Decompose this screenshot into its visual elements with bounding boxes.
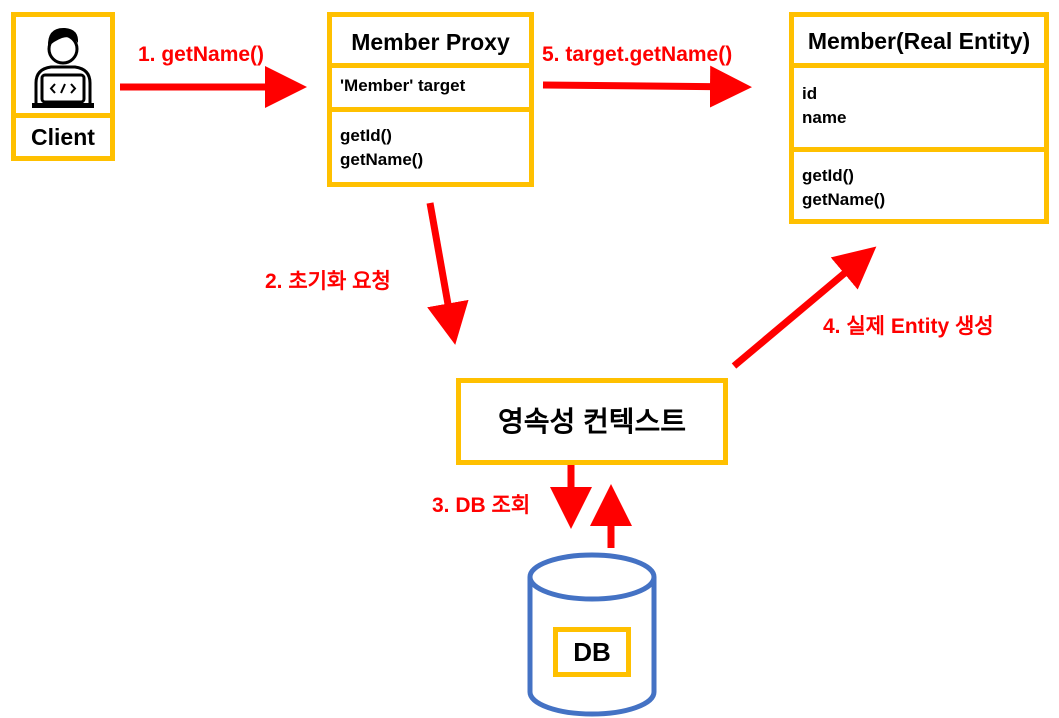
step-5-label: 5. target.getName(): [542, 43, 733, 66]
client-box: Client: [11, 12, 115, 161]
step-4-label: 4. 실제 Entity 생성: [823, 315, 994, 338]
arrow-5-target-getname: [542, 65, 752, 108]
entity-title: Member(Real Entity): [807, 28, 1031, 54]
entity-field-name: name: [802, 108, 847, 127]
arrow-2-init-request: [426, 202, 469, 345]
persistence-context-label: 영속성 컨텍스트: [497, 406, 687, 437]
entity-method-getid: getId(): [802, 166, 854, 185]
entity-field-id: id: [802, 84, 818, 103]
entity-fields: id name: [794, 63, 1044, 147]
proxy-method-getname: getName(): [340, 150, 424, 169]
db-label-box: DB: [553, 627, 631, 677]
arrow-4-create-entity: [731, 246, 877, 369]
proxy-methods: getId() getName(): [332, 107, 529, 172]
entity-method-getname: getName(): [802, 190, 886, 209]
proxy-title: Member Proxy: [351, 29, 510, 55]
db-label: DB: [573, 637, 611, 667]
client-label: Client: [16, 113, 110, 156]
entity-methods: getId() getName(): [794, 147, 1044, 212]
persistence-context-box: 영속성 컨텍스트: [456, 378, 728, 465]
member-entity-box: Member(Real Entity) id name getId() getN…: [789, 12, 1049, 224]
proxy-method-getid: getId(): [340, 126, 392, 145]
client-icon-area: [16, 17, 110, 113]
step-1-label: 1. getName(): [138, 43, 265, 66]
step-2-label: 2. 초기화 요청: [265, 270, 391, 293]
step-3-label: 3. DB 조회: [432, 494, 531, 517]
developer-laptop-icon: [32, 27, 94, 108]
member-proxy-box: Member Proxy 'Member' target getId() get…: [327, 12, 534, 187]
proxy-target-field: 'Member' target: [332, 63, 529, 107]
